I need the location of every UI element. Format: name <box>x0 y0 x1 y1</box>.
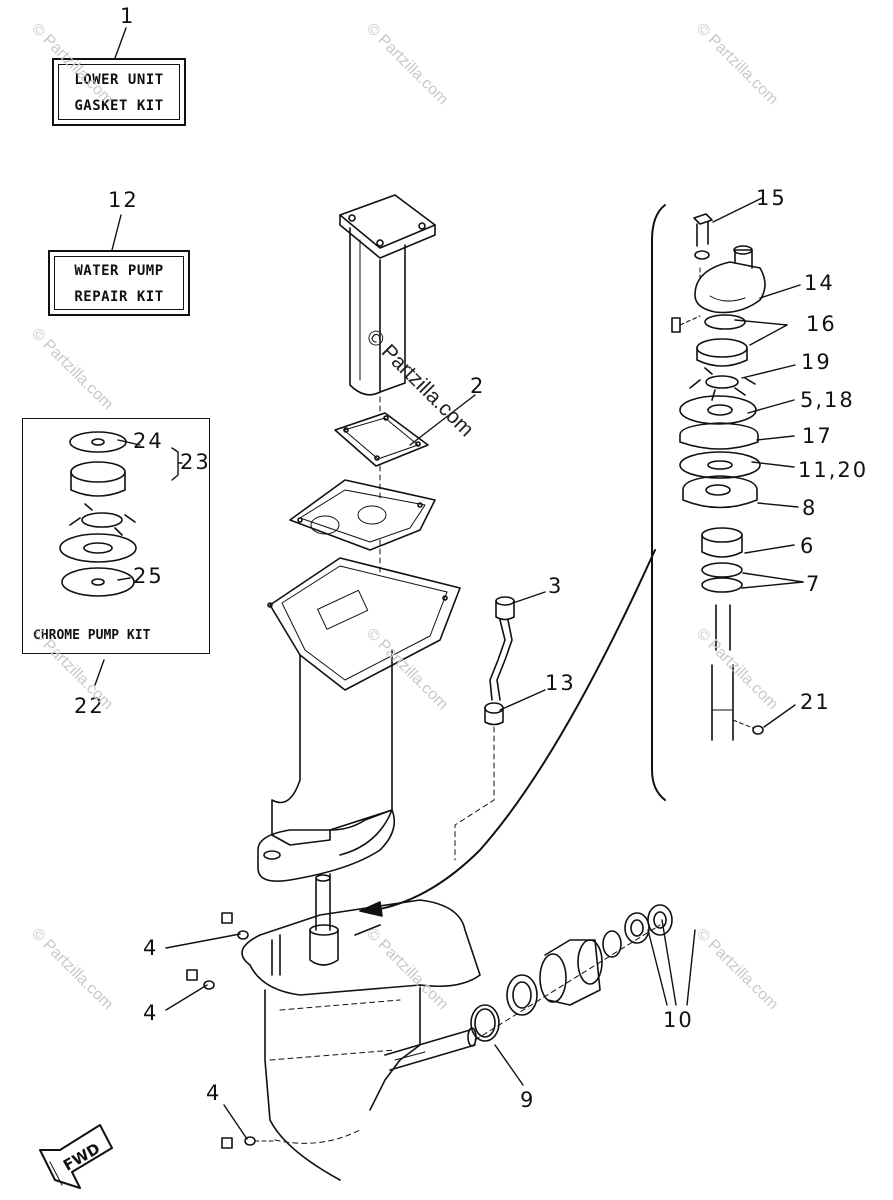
callout-6: 6 <box>800 534 816 558</box>
detail-arrow <box>374 549 656 911</box>
lower-unit-kit-line2: GASKET KIT <box>74 98 164 114</box>
chrome-pump-kit-label: CHROME PUMP KIT <box>33 628 151 643</box>
callout-12: 12 <box>108 188 139 212</box>
lower-unit-kit-line1: LOWER UNIT <box>74 72 164 88</box>
callout-13: 13 <box>545 671 576 695</box>
kit-box-frame <box>58 64 180 120</box>
water-tube-assembly <box>454 596 515 861</box>
drive-shaft-housing <box>257 194 461 931</box>
callout-21: 21 <box>800 690 831 714</box>
callout-14: 14 <box>804 271 835 295</box>
kit-box-frame <box>54 256 184 310</box>
callout-10: 10 <box>663 1008 694 1032</box>
callout-7: 7 <box>806 572 822 596</box>
callout-11-20: 11,20 <box>798 458 869 482</box>
callout-4b: 4 <box>143 1001 159 1025</box>
callout-2: 2 <box>470 374 486 398</box>
callout-23: 23 <box>180 450 211 474</box>
chrome-pump-kit-parts <box>59 431 137 597</box>
lower-unit-gasket-kit-box: LOWER UNIT GASKET KIT <box>52 58 186 126</box>
chrome-pump-kit-box <box>22 418 210 654</box>
callout-17: 17 <box>802 424 833 448</box>
water-pump-kit-line1: WATER PUMP <box>74 263 164 279</box>
water-pump-kit-line2: REPAIR KIT <box>74 289 164 305</box>
callout-19: 19 <box>801 350 832 374</box>
callout-3: 3 <box>548 574 564 598</box>
detail-bracket <box>651 204 666 801</box>
lower-casing <box>186 899 481 1181</box>
callout-leaders <box>94 27 804 1140</box>
callout-8: 8 <box>802 496 818 520</box>
propeller-shaft-parts <box>470 904 673 1042</box>
fwd-arrow-icon <box>39 1124 113 1189</box>
callout-24: 24 <box>133 429 164 453</box>
callout-25: 25 <box>133 564 164 588</box>
callout-5-18: 5,18 <box>800 388 855 412</box>
callout-4a: 4 <box>143 936 159 960</box>
callout-16: 16 <box>806 312 837 336</box>
callout-15: 15 <box>756 186 787 210</box>
callout-4c: 4 <box>206 1081 222 1105</box>
callout-22: 22 <box>74 694 105 718</box>
callout-1: 1 <box>120 4 136 28</box>
water-pump-detail <box>671 213 766 741</box>
callout-9: 9 <box>520 1088 536 1112</box>
water-pump-repair-kit-box: WATER PUMP REPAIR KIT <box>48 250 190 316</box>
